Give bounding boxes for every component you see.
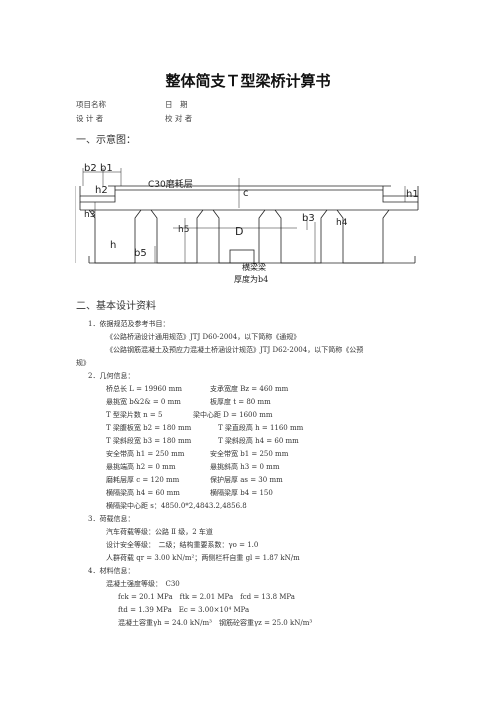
document-title: 整体简支Ｔ型梁桥计算书 (165, 72, 331, 90)
geom-row9-a: 横隔梁高 h4 = 60 mm (106, 489, 180, 497)
load-crowd: 人群荷载 qr = 3.00 kN/m²；两侧栏杆自重 gl = 1.87 kN… (106, 554, 300, 562)
checker-label: 校 对 者 (165, 114, 193, 123)
material-strength-2: ftd = 1.39 MPa Ec = 3.00×10⁴ MPa (118, 606, 250, 614)
geom-row7-a: 悬挑端高 h2 = 0 mm (106, 463, 176, 471)
label-h4: h4 (336, 218, 348, 228)
load-vehicle-grade: 汽车荷载等级：公路 Ⅱ 级，2 车道 (106, 528, 213, 536)
geom-row3-a: T 型梁片数 n = 5 (106, 411, 163, 419)
ref-concrete-code-cont: 规》 (76, 359, 90, 367)
label-h5: h5 (178, 225, 190, 235)
section-2-heading: 二、基本设计资料 (76, 301, 156, 312)
geom-row8-b: 保护层厚 as = 30 mm (210, 476, 283, 484)
material-density: 混凝土容重γh = 24.0 kN/m³ 钢筋砼容重γz = 25.0 kN/m… (118, 619, 313, 627)
geom-row5-a: T 梁斜段宽 b3 = 180 mm (106, 437, 192, 445)
item-4-title: 4．材料信息： (88, 567, 135, 575)
geom-row7-b: 悬挑斜高 h3 = 0 mm (210, 463, 280, 471)
section-1-heading: 一、示意图： (76, 135, 136, 146)
geom-row1-b: 支承宽度 Bz = 460 mm (210, 385, 289, 393)
geom-row3-b: 梁中心距 D = 1600 mm (193, 411, 273, 419)
label-c: c (243, 188, 249, 199)
label-h3: h3 (84, 210, 96, 220)
label-h1: h1 (406, 189, 419, 200)
label-b2: b2 (84, 163, 97, 174)
label-D: D (235, 225, 244, 238)
item-1-title: 1．依据规范及参考书目： (88, 320, 170, 328)
label-h: h (110, 240, 117, 251)
geom-row10: 横隔梁中心距 s：4850.0*2,4843.2,4856.8 (106, 502, 247, 510)
label-b3: b3 (302, 213, 315, 224)
cross-section-diagram (75, 168, 419, 264)
ref-general-code: 《公路桥涵设计通用规范》JTJ D60-2004，以下简称《通规》 (106, 333, 301, 341)
ref-concrete-code: 《公路钢筋混凝土及预应力混凝土桥涵设计规范》JTJ D62-2004，以下简称《… (106, 346, 364, 354)
geom-row6-a: 安全带高 h1 = 250 mm (106, 450, 185, 458)
geom-row4-b: T 梁直段高 h = 1160 mm (218, 424, 304, 432)
material-strength-1: fck = 20.1 MPa ftk = 2.01 MPa fcd = 13.8… (118, 593, 295, 601)
geom-row9-b: 横隔梁厚 b4 = 150 (210, 489, 273, 497)
geom-row4-a: T 梁腹板宽 b2 = 180 mm (106, 424, 192, 432)
label-crossbeam-thickness: 厚度为b4 (234, 275, 269, 284)
geom-row8-a: 磨耗层厚 c = 120 mm (106, 476, 180, 484)
date-label: 日 期 (165, 100, 188, 109)
label-h2: h2 (95, 185, 108, 196)
label-b1: b1 (100, 163, 113, 174)
item-2-title: 2．几何信息： (88, 372, 135, 380)
project-name-label: 项目名称 (76, 100, 106, 109)
label-b5: b5 (134, 248, 147, 259)
label-crossbeam: 横梁梁 (242, 263, 266, 272)
geom-row1-a: 桥总长 L = 19960 mm (106, 385, 182, 393)
designer-label: 设 计 者 (76, 114, 104, 123)
geom-row2-b: 板厚度 t = 80 mm (210, 398, 271, 406)
geom-row2-a: 悬挑宽 b&2& = 0 mm (106, 398, 181, 406)
material-grade: 混凝土强度等级： C30 (106, 580, 180, 588)
load-safety-grade: 设计安全等级： 二级；结构重要系数：γo = 1.0 (106, 541, 259, 549)
geom-row5-b: T 梁斜段高 h4 = 60 mm (218, 437, 299, 445)
label-c30-wearing-layer: C30磨耗层 (148, 180, 193, 190)
geom-row6-b: 安全带宽 b1 = 250 mm (210, 450, 289, 458)
item-3-title: 3．荷载信息： (88, 515, 135, 523)
